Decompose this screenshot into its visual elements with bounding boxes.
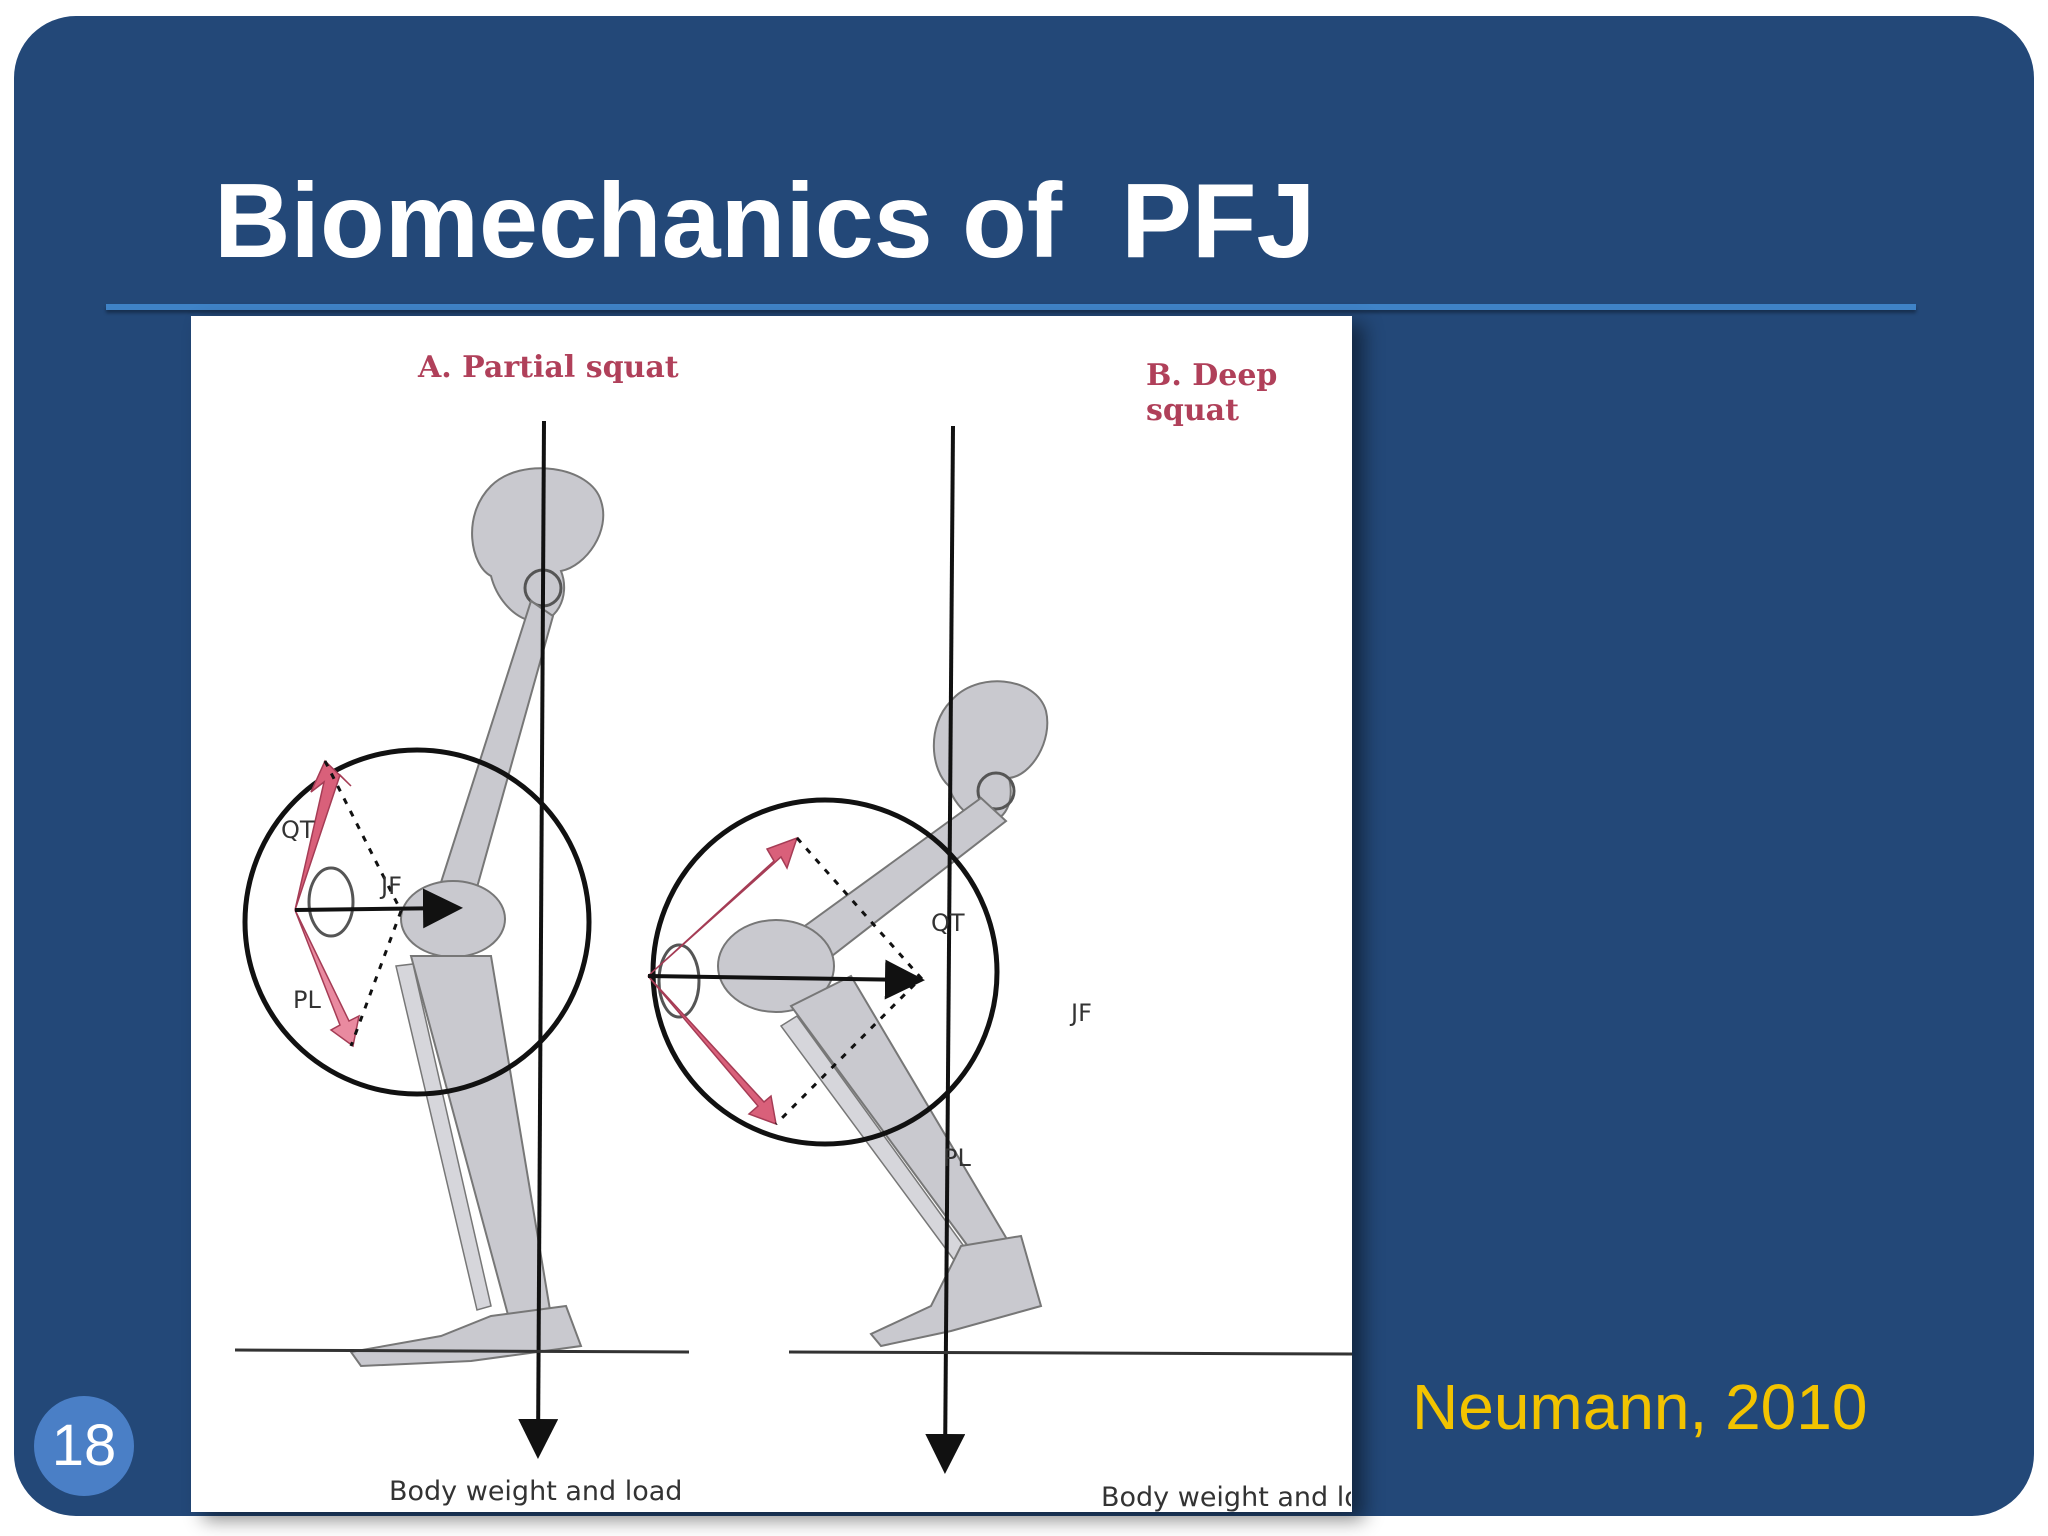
panel-a-floor xyxy=(234,1348,690,1354)
panel-a-pl-arrow xyxy=(294,909,361,1048)
panel-b-jf-label: JF xyxy=(1071,999,1092,1027)
panel-b-gravity-line xyxy=(925,425,966,1474)
panel-a-jf-label: JF xyxy=(381,872,402,900)
panel-b-caption: B. Deep squat xyxy=(1146,358,1278,428)
panel-a-caption: A. Partial squat xyxy=(418,350,679,385)
panel-a-pl-label: PL xyxy=(293,986,321,1014)
panel-b-floor xyxy=(788,1350,1352,1356)
panel-b-jf-arrow xyxy=(647,959,925,1000)
panel-b-pl-label: PL xyxy=(943,1144,971,1172)
slide-title: Biomechanics of PFJ xyxy=(214,162,1316,280)
panel-b-bottom-label: Body weight and load xyxy=(1101,1482,1351,1513)
squat-figure: A. Partial squat B. Deep squat QT JF PL … xyxy=(191,316,1352,1513)
panel-b-skeleton xyxy=(657,680,1049,1348)
panel-a-qt-label: QT xyxy=(281,816,315,844)
title-divider xyxy=(106,304,1916,310)
panel-a-focus-circle xyxy=(242,747,592,1097)
panel-a-jf-arrow xyxy=(294,888,463,929)
citation: Neumann, 2010 xyxy=(1412,1371,1868,1443)
panel-b-qt-label: QT xyxy=(931,909,965,937)
panel-a-bottom-label: Body weight and load xyxy=(389,1476,683,1507)
panel-a-skeleton xyxy=(307,467,605,1368)
squat-illustration xyxy=(234,420,1352,1474)
panel-a-gravity-line xyxy=(518,420,559,1459)
slide-number-badge: 18 xyxy=(34,1396,134,1496)
